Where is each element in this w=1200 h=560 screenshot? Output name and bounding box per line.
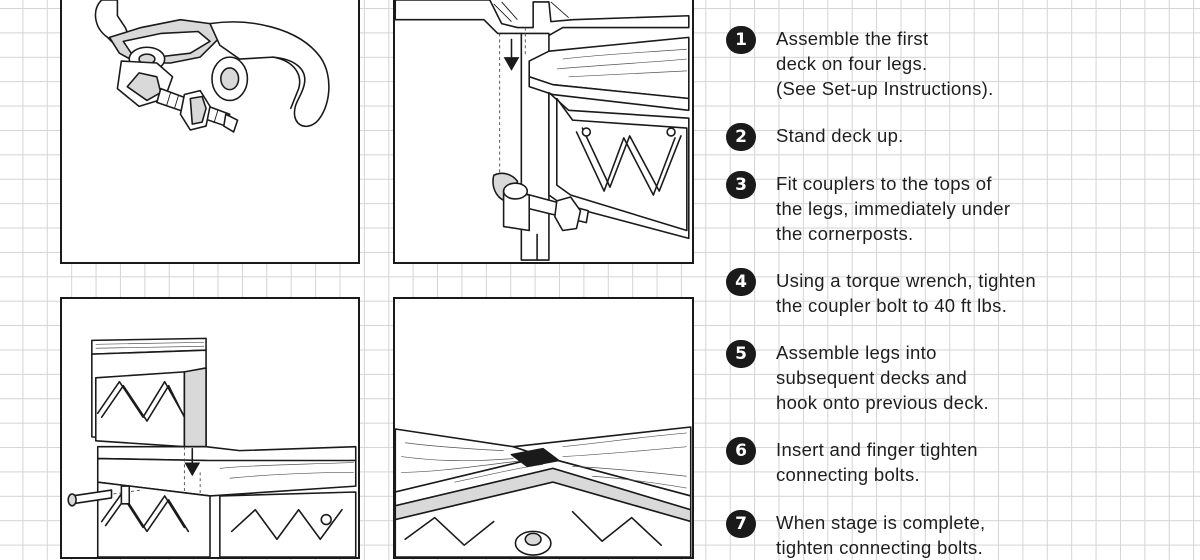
step-3: 3 Fit couplers to the tops of the legs, …: [726, 171, 1010, 246]
step-text: Stand deck up.: [776, 125, 904, 146]
step-text: Assemble the first deck on four legs. (S…: [776, 28, 994, 99]
connected-decks-illustration: [393, 297, 694, 559]
coupler-fitting-illustration: [393, 0, 694, 264]
coupler-clamp-drawing: [94, 0, 330, 133]
step-text: Fit couplers to the tops of the legs, im…: [776, 173, 1011, 244]
deck-corner-drawing: [395, 0, 690, 261]
step-7: 7 When stage is complete, tighten connec…: [726, 510, 985, 560]
deck-surface-drawing: [395, 426, 692, 557]
step-text: Insert and finger tighten connecting bol…: [776, 439, 978, 485]
step-text: Assemble legs into subsequent decks and …: [776, 342, 989, 413]
step-number-badge: 1: [726, 26, 756, 54]
step-1: 1 Assemble the first deck on four legs. …: [726, 26, 994, 101]
step-number-badge: 5: [726, 340, 756, 368]
deck-hooking-illustration: [60, 297, 360, 559]
step-number-badge: 2: [726, 123, 756, 151]
step-text: Using a torque wrench, tighten the coupl…: [776, 270, 1036, 316]
step-text: When stage is complete, tighten connecti…: [776, 512, 986, 558]
step-number-badge: 6: [726, 437, 756, 465]
step-4: 4 Using a torque wrench, tighten the cou…: [726, 268, 1036, 318]
step-number-badge: 3: [726, 171, 756, 199]
step-5: 5 Assemble legs into subsequent decks an…: [726, 340, 989, 415]
step-6: 6 Insert and finger tighten connecting b…: [726, 437, 978, 487]
step-number-badge: 7: [726, 510, 756, 538]
instruction-list: 1 Assemble the first deck on four legs. …: [726, 0, 1106, 558]
subsequent-deck-drawing: [67, 337, 357, 557]
step-2: 2 Stand deck up.: [726, 123, 904, 151]
step-number-badge: 4: [726, 268, 756, 296]
coupler-closeup-illustration: [60, 0, 360, 264]
